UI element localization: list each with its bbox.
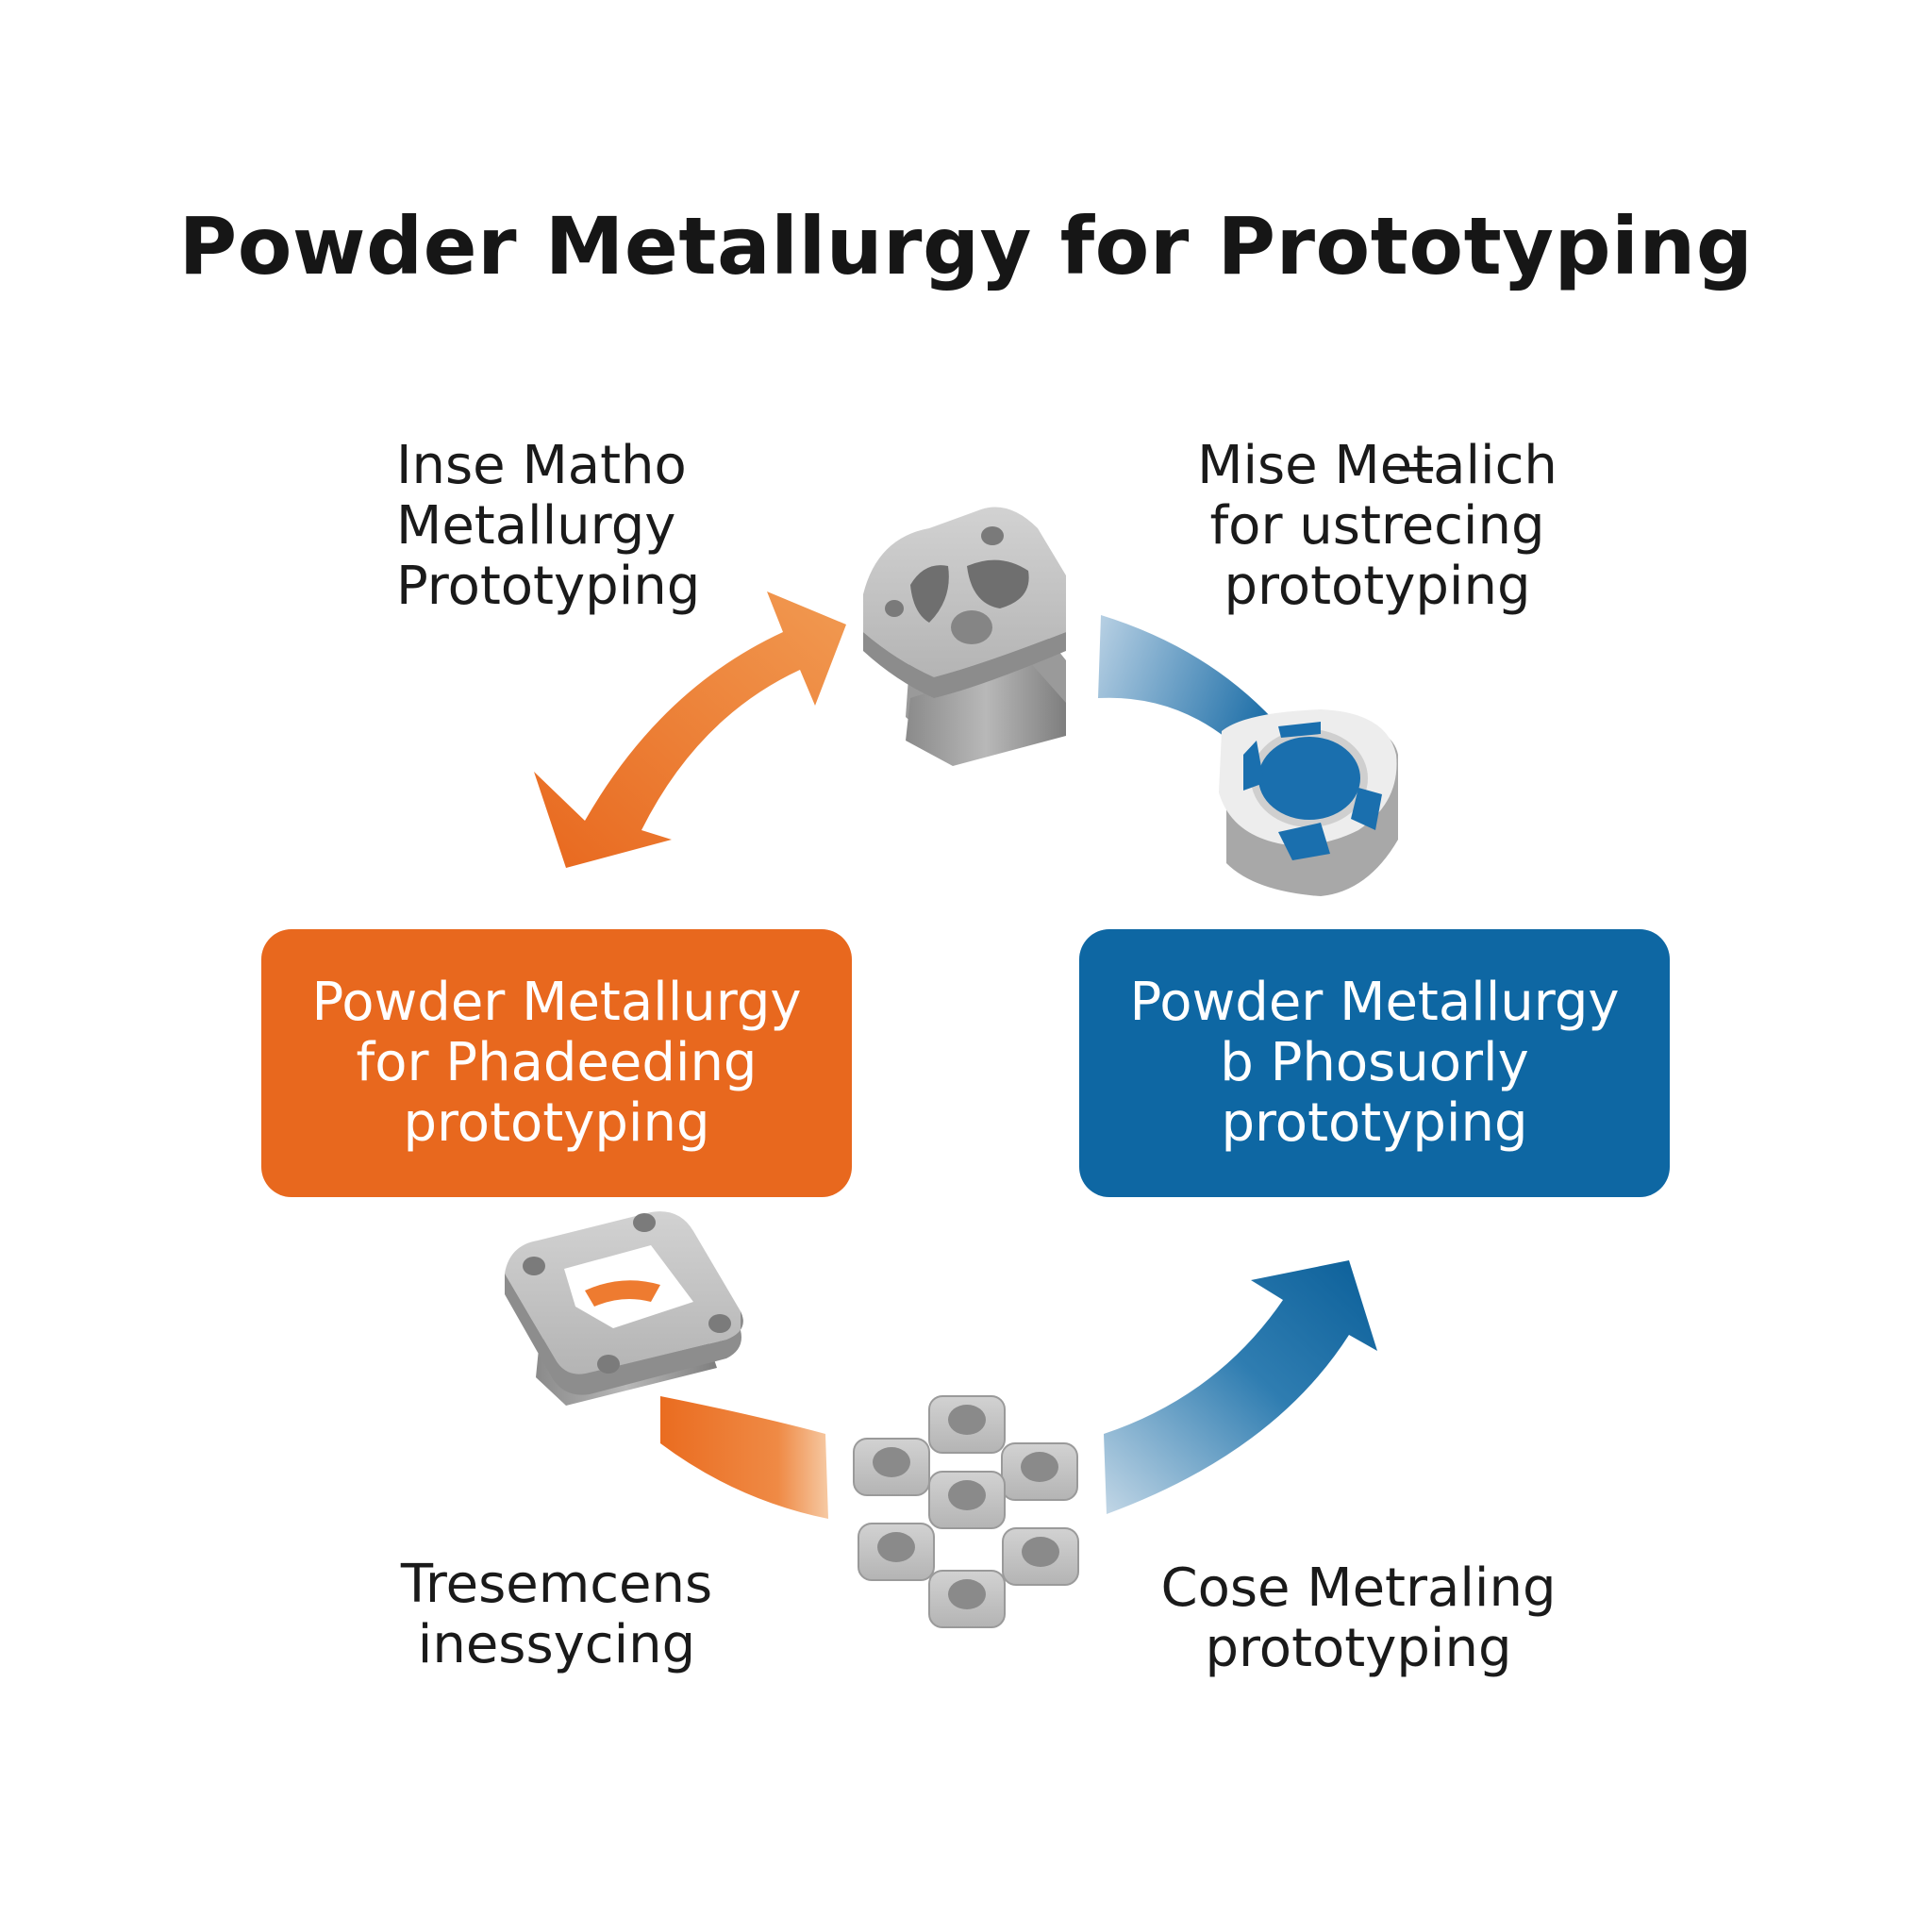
stacked-metal-bracket-icon — [863, 507, 1066, 766]
caption-bottom-left: Tresemcens inessycing — [358, 1555, 755, 1675]
box-line: prototyping — [403, 1092, 710, 1154]
caption-line: Mise Met̶alich — [1197, 435, 1557, 496]
caption-line: Prototyping — [396, 556, 701, 617]
blue-step-box: Powder Metallurgy b Phosuorly prototypin… — [1079, 929, 1670, 1197]
orange-step-box: Powder Metallurgy for Phadeeding prototy… — [261, 929, 852, 1197]
box-line: b Phosuorly — [1220, 1032, 1529, 1093]
flange-plate-icon — [505, 1211, 743, 1406]
curved-up-arrow-icon — [1104, 1260, 1377, 1514]
sintered-blocks-icon — [853, 1395, 1079, 1628]
caption-line: Metallurgy — [396, 495, 676, 557]
caption-line: Tresemcens — [400, 1554, 713, 1615]
curved-band-icon — [660, 1396, 828, 1519]
box-line: prototyping — [1221, 1092, 1528, 1154]
page-title: Powder Metallurgy for Prototyping — [178, 200, 1754, 292]
box-line: Powder Metallurgy — [1129, 972, 1620, 1033]
caption-line: Cose Metraling — [1160, 1557, 1557, 1619]
caption-line: inessycing — [417, 1614, 696, 1675]
caption-line: prototyping — [1224, 556, 1531, 617]
box-line: for Phadeeding — [356, 1032, 758, 1093]
box-line: Powder Metallurgy — [311, 972, 802, 1033]
caption-bottom-right: Cose Metraling prototyping — [1113, 1558, 1604, 1679]
double-headed-arrow-icon — [534, 591, 846, 868]
caption-line: for ustrecing — [1209, 495, 1545, 557]
gear-ring-part-icon — [1219, 709, 1398, 896]
caption-top-right: Mise Met̶alich for ustrecing prototyping — [1132, 436, 1623, 617]
caption-top-left: Inse Matho Metallurgy Prototyping — [396, 436, 700, 617]
caption-line: prototyping — [1205, 1618, 1512, 1679]
caption-line: Inse Matho — [396, 435, 687, 496]
